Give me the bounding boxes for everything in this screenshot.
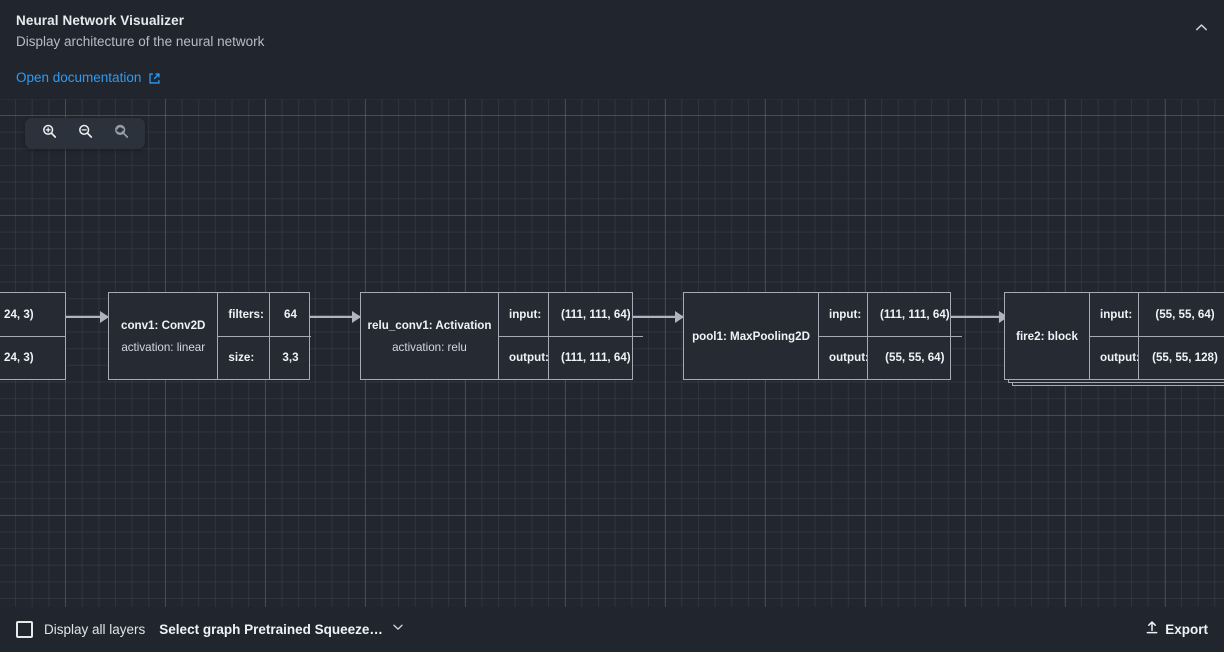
zoom-in-button[interactable] — [31, 120, 67, 148]
zoom-out-button[interactable] — [67, 120, 103, 148]
external-link-icon — [148, 72, 161, 85]
graph-node-fire2[interactable]: fire2: block input: (55, 55, 64) output:… — [1004, 292, 1224, 380]
edge-relu-to-pool1 — [633, 316, 686, 318]
graph-node-input-clipped[interactable]: 24, 3) 24, 3) — [0, 292, 66, 380]
node-prop-value: 24, 3) — [4, 307, 34, 321]
graph-node-relu-conv1[interactable]: relu_conv1: Activation activation: relu … — [360, 292, 643, 380]
node-subtitle: activation: relu — [392, 340, 467, 354]
node-prop-value: 24, 3) — [4, 351, 34, 365]
node-title: fire2: block — [1016, 329, 1078, 343]
node-properties: input: (55, 55, 64) output: (55, 55, 128… — [1089, 293, 1224, 379]
node-label: conv1: Conv2D activation: linear — [109, 293, 217, 379]
export-label: Export — [1165, 622, 1208, 637]
chevron-down-icon — [391, 620, 405, 639]
node-prop-row: input: (55, 55, 64) — [1090, 293, 1224, 336]
panel-header: Neural Network Visualizer Display archit… — [0, 0, 1224, 99]
reset-zoom-icon — [113, 123, 130, 145]
node-title: conv1: Conv2D — [121, 318, 206, 332]
node-prop-key: output: — [1100, 351, 1140, 365]
graph-select-dropdown[interactable]: Select graph Pretrained Squeeze… — [159, 620, 405, 639]
node-prop-key: size: — [228, 351, 255, 365]
node-prop-row: output: (111, 111, 64) — [499, 335, 643, 379]
open-documentation-label: Open documentation — [16, 70, 142, 85]
edge-conv1-to-relu — [310, 316, 362, 318]
node-prop-key: input: — [509, 307, 542, 321]
node-prop-row: 24, 3) — [0, 293, 65, 336]
node-prop-row: output: (55, 55, 64) — [819, 335, 962, 379]
node-prop-row: filters: 64 — [218, 293, 310, 336]
node-label: pool1: MaxPooling2D — [684, 293, 818, 379]
graph-canvas[interactable]: 24, 3) 24, 3) conv1: Conv2D activation: … — [0, 99, 1224, 607]
zoom-toolbar — [25, 118, 145, 149]
edge-pool1-to-fire2 — [951, 316, 1008, 318]
node-subtitle: activation: linear — [121, 340, 206, 354]
node-prop-value: (111, 111, 64) — [548, 336, 643, 379]
node-prop-row: output: (55, 55, 128) — [1090, 335, 1224, 379]
reset-zoom-button[interactable] — [103, 120, 139, 148]
arrowhead-fire2 — [999, 311, 1008, 323]
graph-node-conv1[interactable]: conv1: Conv2D activation: linear filters… — [108, 292, 311, 380]
arrowhead-conv1 — [100, 311, 109, 323]
node-prop-key: input: — [1100, 307, 1133, 321]
node-prop-row: 24, 3) — [0, 335, 65, 380]
page-title: Neural Network Visualizer — [16, 13, 185, 28]
collapse-panel-button[interactable] — [1188, 17, 1214, 43]
node-prop-value: (55, 55, 64) — [1138, 293, 1224, 336]
node-prop-value: (55, 55, 128) — [1138, 336, 1224, 379]
zoom-in-icon — [41, 123, 58, 145]
display-all-layers-label: Display all layers — [44, 622, 146, 637]
zoom-out-icon — [77, 123, 94, 145]
display-all-layers-checkbox[interactable]: Display all layers — [16, 621, 145, 638]
node-prop-row: size: 3,3 — [218, 335, 311, 379]
node-title: pool1: MaxPooling2D — [692, 329, 810, 343]
chevron-up-icon — [1194, 20, 1209, 40]
arrowhead-pool1 — [675, 311, 684, 323]
node-prop-key: input: — [829, 307, 862, 321]
arrowhead-relu — [352, 311, 361, 323]
node-properties: input: (111, 111, 64) output: (111, 111,… — [498, 293, 643, 379]
node-prop-value: 3,3 — [269, 336, 310, 379]
node-label: fire2: block — [1005, 293, 1089, 379]
node-prop-value: (55, 55, 64) — [867, 336, 962, 379]
checkbox-box[interactable] — [16, 621, 33, 638]
node-prop-row: input: (111, 111, 64) — [819, 293, 962, 336]
graph-node-pool1[interactable]: pool1: MaxPooling2D input: (111, 111, 64… — [683, 292, 962, 380]
edge-input-to-conv1 — [64, 316, 110, 318]
page-subtitle: Display architecture of the neural netwo… — [16, 34, 265, 49]
open-documentation-link[interactable]: Open documentation — [16, 70, 161, 85]
node-title: relu_conv1: Activation — [367, 318, 492, 332]
node-prop-value: (111, 111, 64) — [548, 293, 643, 336]
node-prop-key: output: — [829, 351, 869, 365]
node-prop-value: 64 — [269, 293, 310, 336]
node-properties: input: (111, 111, 64) output: (55, 55, 6… — [818, 293, 962, 379]
bottom-toolbar: Display all layers Select graph Pretrain… — [0, 607, 1224, 652]
graph-select-label: Select graph Pretrained Squeeze… — [159, 622, 383, 637]
export-button[interactable]: Export — [1145, 620, 1208, 640]
node-prop-key: filters: — [228, 307, 264, 321]
node-prop-row: input: (111, 111, 64) — [499, 293, 643, 336]
node-properties: filters: 64 size: 3,3 — [217, 293, 311, 379]
node-label: relu_conv1: Activation activation: relu — [361, 293, 498, 379]
export-upload-icon — [1145, 620, 1159, 640]
node-prop-value: (111, 111, 64) — [867, 293, 962, 336]
node-prop-key: output: — [509, 351, 549, 365]
